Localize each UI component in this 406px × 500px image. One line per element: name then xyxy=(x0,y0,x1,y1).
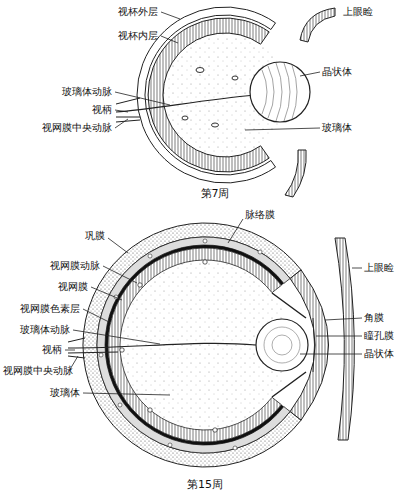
part-label: 玻璃体动脉 xyxy=(62,86,112,98)
part-label: 玻璃体 xyxy=(50,387,80,399)
part-label: 上眼睑 xyxy=(364,262,394,274)
part-label: 晶状体 xyxy=(322,66,352,78)
part-label: 玻璃体动脉 xyxy=(20,324,70,336)
panel-caption: 第15周 xyxy=(187,479,223,491)
part-label: 视柄 xyxy=(42,344,62,356)
part-label: 巩膜 xyxy=(85,230,105,242)
part-label: 晶状体 xyxy=(364,348,394,360)
part-label: 视网膜 xyxy=(58,281,88,293)
part-label: 视杯外层 xyxy=(118,6,158,18)
part-label: 视网膜中央动脉 xyxy=(3,365,73,377)
part-label: 视网膜动脉 xyxy=(50,260,100,272)
part-label: 玻璃体 xyxy=(322,122,352,134)
part-label: 视杯内层 xyxy=(118,30,158,42)
panel-caption: 第7周 xyxy=(201,188,230,200)
part-label: 视柄 xyxy=(92,104,112,116)
part-label: 脉络膜 xyxy=(245,209,275,221)
part-label: 上眼睑 xyxy=(343,6,373,18)
part-label: 角膜 xyxy=(364,312,384,324)
part-label: 瞳孔膜 xyxy=(364,330,394,342)
part-label: 视网膜中央动脉 xyxy=(42,122,112,134)
part-label: 视网膜色素层 xyxy=(20,303,80,315)
